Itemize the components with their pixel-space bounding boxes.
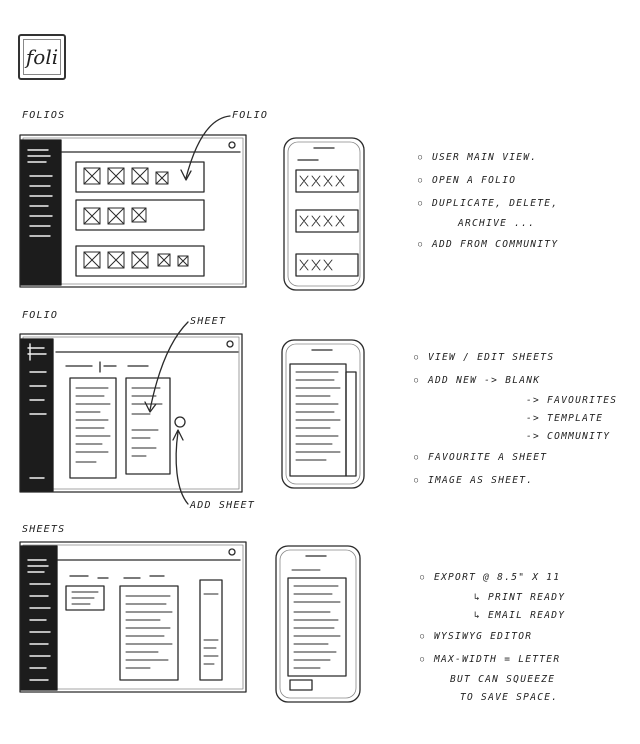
- note-item: WYSIWYG editor: [420, 625, 565, 648]
- notes-folios: User main view. Open a folio Duplicate, …: [418, 146, 558, 256]
- notes-folio: View / edit sheets Add new -> Blank -> F…: [414, 346, 617, 492]
- folios-mobile-wireframe: [283, 137, 365, 291]
- note-item: -> Favourites: [526, 395, 618, 406]
- folios-desktop-wireframe: [19, 115, 247, 288]
- callout-add-sheet: Add sheet: [190, 500, 255, 511]
- callout-folio: Folio: [232, 110, 269, 121]
- folio-mobile-wireframe: [281, 339, 365, 489]
- note-item: -> Template: [526, 413, 604, 424]
- notes-sheets: Export @ 8.5" x 11 ↳ Print ready ↳ Email…: [420, 566, 565, 707]
- folio-desktop-wireframe: [19, 321, 243, 505]
- note-item: User main view.: [418, 146, 558, 169]
- section-label-folios: Folios: [22, 110, 66, 121]
- note-item: -> Community: [526, 431, 611, 442]
- note-item: View / edit sheets: [414, 346, 617, 369]
- note-item: Add new -> Blank: [414, 369, 617, 392]
- section-label-sheets: Sheets: [22, 524, 66, 535]
- note-item: Open a folio: [418, 169, 558, 192]
- note-item: archive ...: [458, 218, 536, 229]
- note-item: Duplicate, delete,: [418, 192, 558, 215]
- sheets-desktop-wireframe: [19, 541, 247, 693]
- callout-sheet: Sheet: [190, 316, 227, 327]
- note-item: Max-width = letter: [420, 648, 565, 671]
- note-item: Image as sheet.: [414, 469, 617, 492]
- foli-logo: foli: [18, 34, 66, 80]
- note-item: but can squeeze: [450, 674, 556, 685]
- note-item: ↳ Email ready: [474, 610, 566, 621]
- note-item: Export @ 8.5" x 11: [420, 566, 565, 589]
- note-item: Favourite a sheet: [414, 446, 617, 469]
- note-item: ↳ Print ready: [474, 592, 566, 603]
- sheets-mobile-wireframe: [275, 545, 361, 703]
- note-item: Add from community: [418, 233, 558, 256]
- note-item: to save space.: [460, 692, 559, 703]
- section-label-folio: Folio: [22, 310, 59, 321]
